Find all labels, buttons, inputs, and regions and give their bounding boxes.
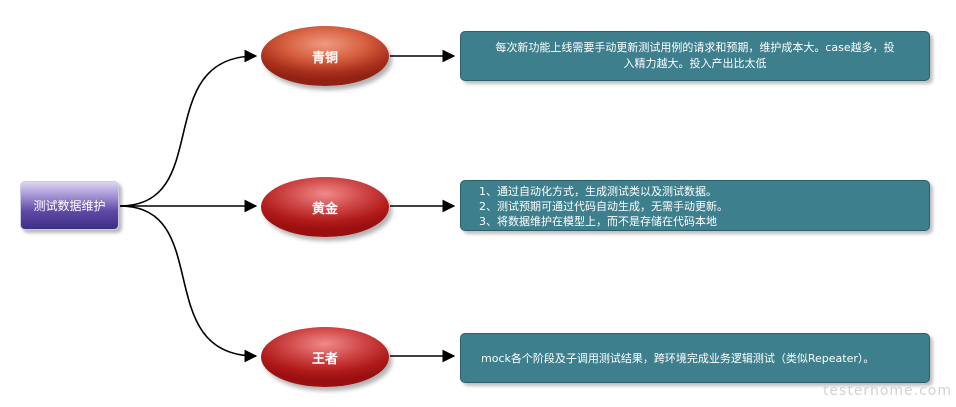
level-node-king: 王者	[261, 327, 389, 387]
level-node-gold-label: 黄金	[311, 201, 338, 217]
level-node-bronze: 青铜	[261, 26, 389, 86]
description-bronze-line-2: 入精力越大。投入产出比太低	[623, 57, 767, 70]
connector-root-to-king	[119, 205, 258, 363]
description-gold-line-1: 1、通过自动化方式，生成测试类以及测试数据。	[479, 185, 717, 198]
level-node-gold: 黄金	[261, 177, 389, 237]
level-node-bronze-label: 青铜	[311, 50, 338, 66]
description-box-king: mock各个阶段及子调用测试结果，跨环境完成业务逻辑测试（类似Repeater）…	[460, 333, 930, 383]
description-gold-line-2: 2、测试预期可通过代码自动生成，无需手动更新。	[479, 200, 728, 213]
description-box-gold: 1、通过自动化方式，生成测试类以及测试数据。 2、测试预期可通过代码自动生成，无…	[460, 180, 930, 231]
root-node-label: 测试数据维护	[33, 199, 106, 213]
level-node-king-label: 王者	[311, 351, 338, 367]
watermark: testerhome.com	[822, 383, 952, 399]
root-node: 测试数据维护	[20, 181, 119, 230]
connector-root-to-bronze	[119, 49, 258, 207]
description-bronze-line-1: 每次新功能上线需要手动更新测试用例的请求和预期，维护成本大。case越多，投	[495, 41, 895, 54]
description-gold-line-3: 3、将数据维护在模型上，而不是存储在代码本地	[479, 215, 717, 228]
description-king-line-1: mock各个阶段及子调用测试结果，跨环境完成业务逻辑测试（类似Repeater）…	[481, 352, 875, 365]
description-box-bronze: 每次新功能上线需要手动更新测试用例的请求和预期，维护成本大。case越多，投 入…	[460, 31, 930, 81]
